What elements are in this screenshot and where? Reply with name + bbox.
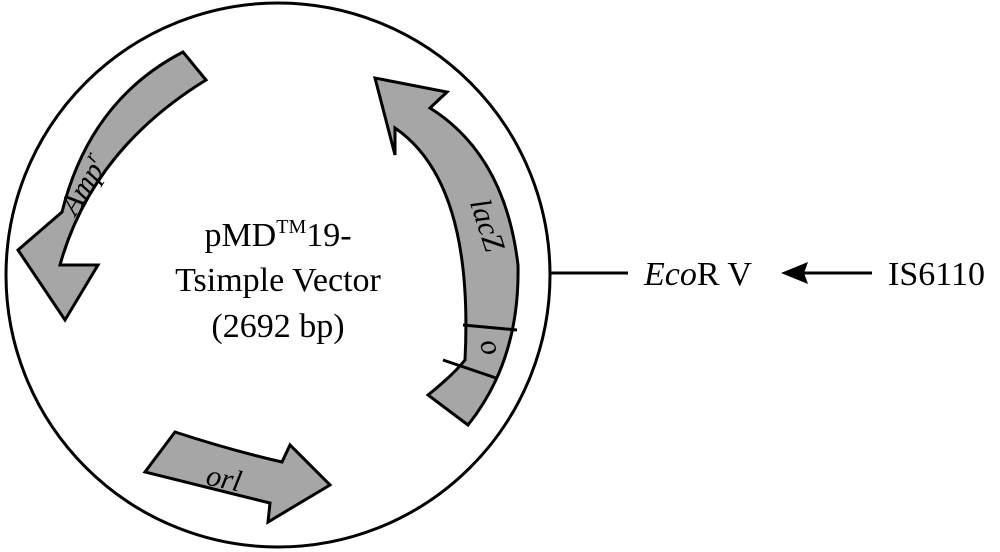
ori-label: orl <box>203 459 244 499</box>
plasmid-name-prefix: pMD <box>204 217 276 254</box>
is6110-label: IS6110 <box>888 256 985 293</box>
plasmid-name-trademark: TM <box>276 216 306 238</box>
operator-divider-bottom <box>442 358 497 380</box>
plasmid-name-line1: pMDTM19- <box>204 216 351 254</box>
operator-divider-top <box>462 323 518 332</box>
lacz-gene-arrow <box>372 76 520 428</box>
plasmid-name-suffix: 19- <box>306 217 351 254</box>
plasmid-size: (2692 bp) <box>211 308 344 345</box>
plasmid-backbone-circle <box>4 1 552 549</box>
ecorv-label-rest: R V <box>697 256 753 293</box>
amp-resistance-gene-arrow <box>16 50 209 323</box>
plasmid-name-line2: Tsimple Vector <box>175 262 381 299</box>
insertion-arrow-head <box>781 262 808 284</box>
ecorv-label: EcoR V <box>643 256 752 293</box>
ecorv-label-italic: Eco <box>643 256 697 293</box>
ori-arrow <box>142 430 333 525</box>
